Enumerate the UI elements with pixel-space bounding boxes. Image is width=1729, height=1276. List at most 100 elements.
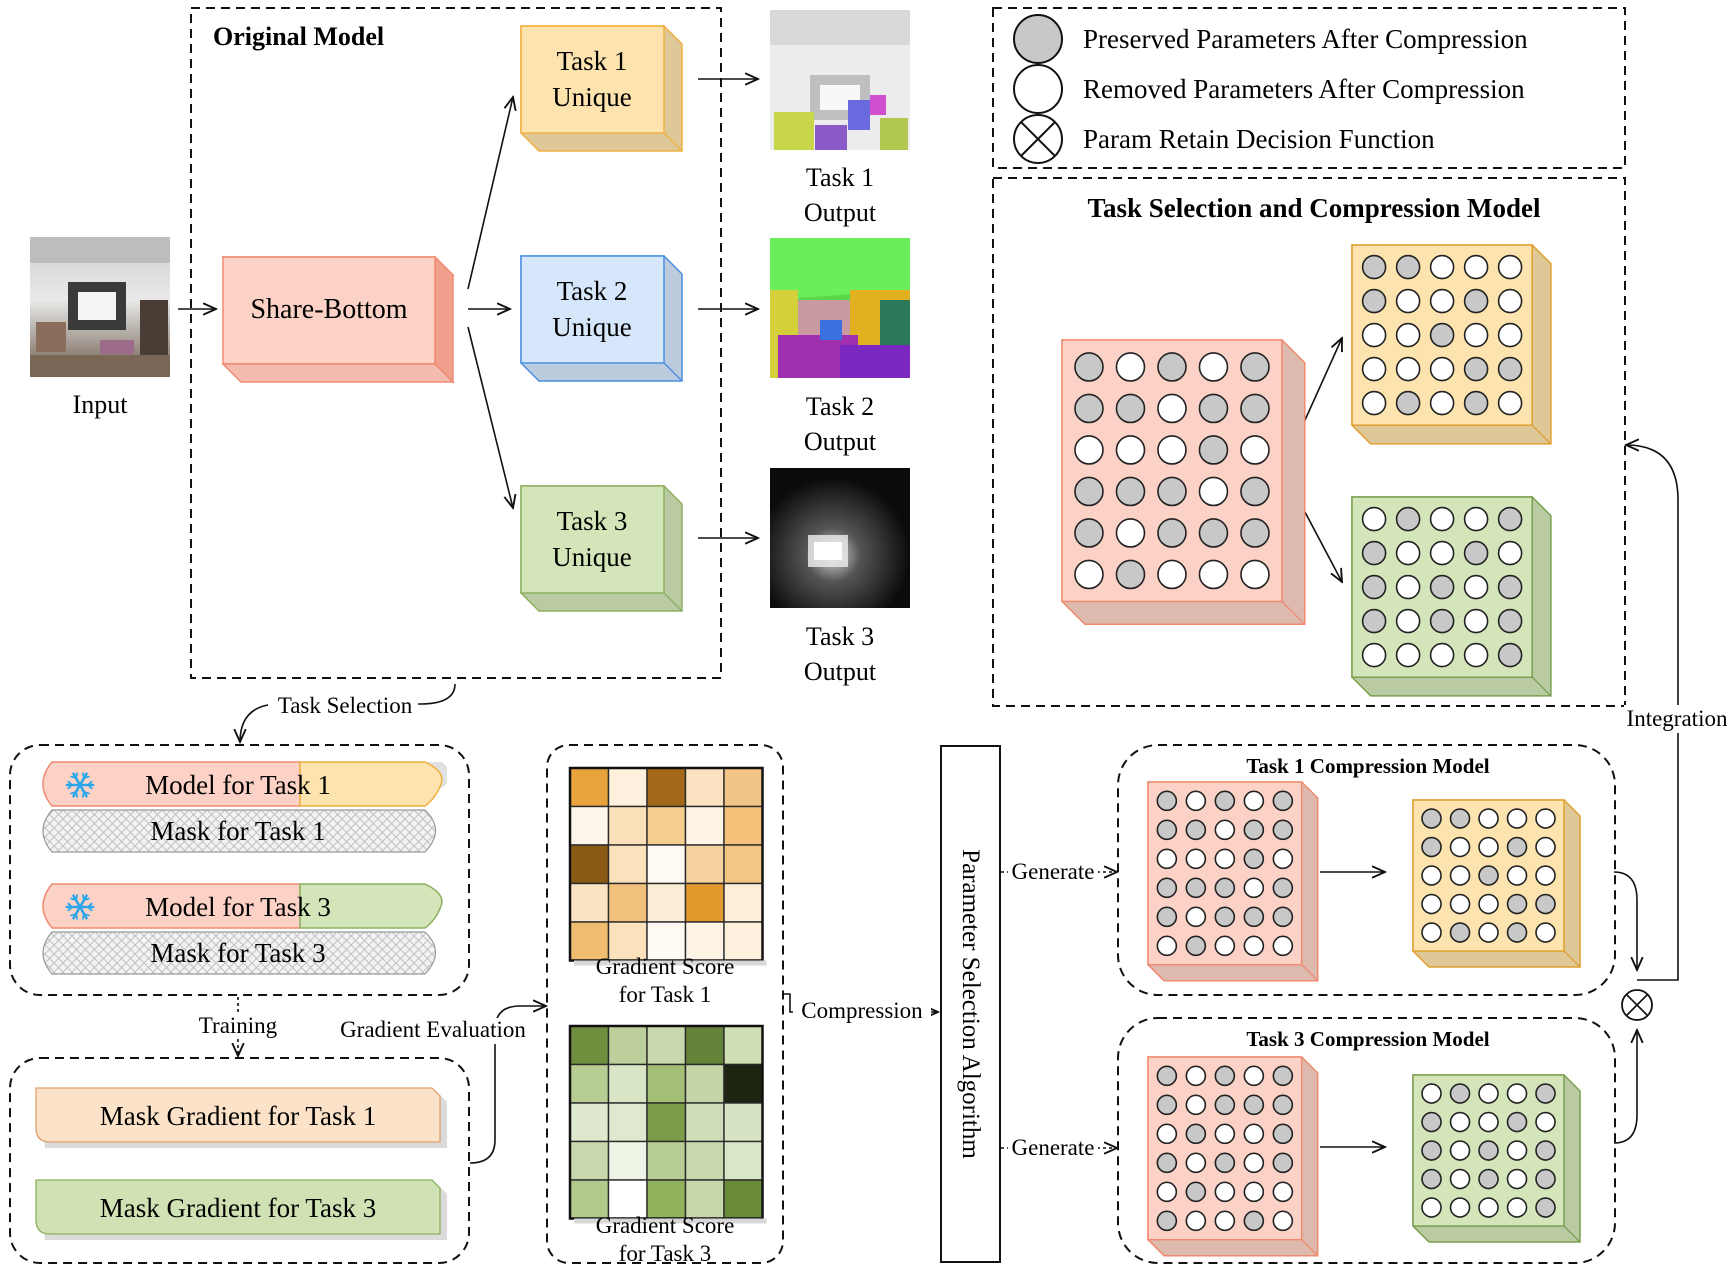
removed-param-node: [1395, 356, 1421, 382]
removed-param-node: [1478, 1083, 1499, 1104]
removed-param-node: [1243, 1181, 1265, 1203]
task3-compress-unique-matrix: [1412, 1074, 1581, 1243]
removed-param-node: [1272, 848, 1294, 870]
preserved-param-node: [1463, 288, 1489, 314]
removed-param-node: [1214, 848, 1236, 870]
preserved-param-node: [1535, 1168, 1556, 1190]
preserved-param-node: [1535, 1140, 1556, 1161]
removed-param-node: [1478, 808, 1499, 829]
preserved-param-node: [1156, 1094, 1178, 1116]
preserved-param-node: [1429, 574, 1455, 600]
removed-param-node: [1449, 865, 1471, 886]
preserved-param-node: [1198, 518, 1229, 548]
gradient-score-task1-line1: Gradient Score: [596, 954, 735, 979]
removed-param-node: [1449, 893, 1471, 915]
input-label: Input: [73, 390, 129, 419]
preserved-param-node: [1429, 322, 1455, 348]
gradient-score-task1-line2: for Task 1: [619, 982, 712, 1007]
legend-removed-label: Removed Parameters After Compression: [1083, 74, 1525, 104]
integration-connectors: [1613, 445, 1679, 1144]
removed-param-node: [1429, 356, 1455, 382]
original-model-arrows: [178, 79, 758, 538]
integration-label: Integration: [1627, 706, 1728, 731]
heatmap-cell: [684, 1025, 725, 1066]
snowflake-icon: [65, 772, 95, 798]
heatmap-cell: [607, 844, 648, 885]
model-task3-pill: [42, 883, 443, 929]
heatmap-cell: [607, 767, 648, 808]
heatmap-cell: [607, 1025, 648, 1066]
task1-output-image: [770, 10, 910, 150]
preserved-param-node: [1243, 906, 1265, 928]
preserved-param-node: [1272, 877, 1294, 899]
removed-param-node: [1463, 574, 1489, 600]
preserved-param-node: [1214, 877, 1236, 899]
preserved-param-node: [1272, 1123, 1294, 1145]
preserved-param-node: [1156, 1065, 1178, 1087]
removed-param-node: [1395, 574, 1421, 600]
original-model-title: Original Model: [213, 22, 384, 51]
preserved-param-node: [1429, 608, 1455, 634]
task1-compress-shared-matrix: [1147, 781, 1319, 982]
removed-param-node: [1395, 288, 1421, 314]
removed-param-node: [1074, 435, 1104, 465]
preserved-param-node: [1243, 848, 1265, 870]
removed-param-node: [1421, 865, 1442, 886]
task2-output-line2: Output: [804, 427, 877, 456]
preserved-param-node: [1074, 352, 1104, 382]
shared-param-matrix: [1061, 339, 1306, 626]
compression-label: Compression: [801, 998, 923, 1023]
heatmap-cell: [723, 1179, 764, 1220]
task2-unique-label-line2: Unique: [552, 312, 632, 342]
parameter-selection-algorithm-box: [940, 745, 1001, 1263]
preserved-param-node: [1240, 518, 1270, 548]
mask-task3-label: Mask for Task 3: [150, 938, 325, 968]
preserved-param-node: [1361, 288, 1387, 314]
removed-param-node: [1395, 322, 1421, 348]
mask-gradient-frame: [9, 1057, 470, 1264]
preserved-param-node: [1478, 1168, 1499, 1190]
input-image: [30, 237, 170, 377]
removed-param-node: [1074, 559, 1104, 590]
heatmap-cell: [684, 844, 725, 885]
heatmap-cell: [723, 1140, 764, 1181]
preserved-param-node: [1214, 1094, 1236, 1116]
removed-param-node: [1157, 393, 1187, 424]
preserved-param-node: [1156, 906, 1178, 928]
heatmap-cell: [607, 1063, 648, 1104]
removed-param-node: [1497, 288, 1523, 314]
removed-param-node: [1156, 1123, 1178, 1145]
heatmap-cell: [569, 805, 610, 846]
parameter-selection-algorithm-label: Parameter Selection Algorithm: [957, 849, 984, 1159]
preserved-param-node: [1185, 1181, 1207, 1203]
heatmap-cell: [723, 1063, 764, 1104]
gradient-score-task3-line2: for Task 3: [619, 1241, 712, 1266]
task3-output-line2: Output: [804, 657, 877, 686]
preserved-param-node: [1074, 393, 1104, 424]
removed-param-node: [1449, 1168, 1471, 1190]
gradient-score-task1-heatmap: [568, 766, 767, 966]
removed-param-node: [1449, 1197, 1471, 1218]
removed-param-node: [1361, 390, 1387, 416]
heatmap-cell: [684, 1102, 725, 1143]
removed-param-node: [1156, 935, 1178, 957]
removed-param-node: [1506, 808, 1528, 829]
removed-param-node: [1463, 642, 1489, 668]
task1-unique-label-line1: Task 1: [557, 46, 628, 76]
preserved-param-node: [1421, 808, 1442, 829]
heatmap-cell: [684, 1063, 725, 1104]
heatmap-cell: [569, 844, 610, 885]
heatmap-cell: [646, 767, 687, 808]
heatmap-cell: [569, 1063, 610, 1104]
task1-output-line1: Task 1: [806, 163, 874, 192]
preserved-param-node: [1395, 254, 1421, 280]
removed-param-node: [1361, 642, 1387, 668]
heatmap-cell: [723, 844, 764, 885]
gradient-score-task3-heatmap: [568, 1024, 767, 1224]
preserved-param-node: [1272, 1152, 1294, 1174]
preserved-param-node: [1156, 1210, 1178, 1232]
mask-task3-pill: [42, 931, 437, 975]
preserved-param-node: [1272, 790, 1294, 812]
removed-param-node: [1429, 390, 1455, 416]
